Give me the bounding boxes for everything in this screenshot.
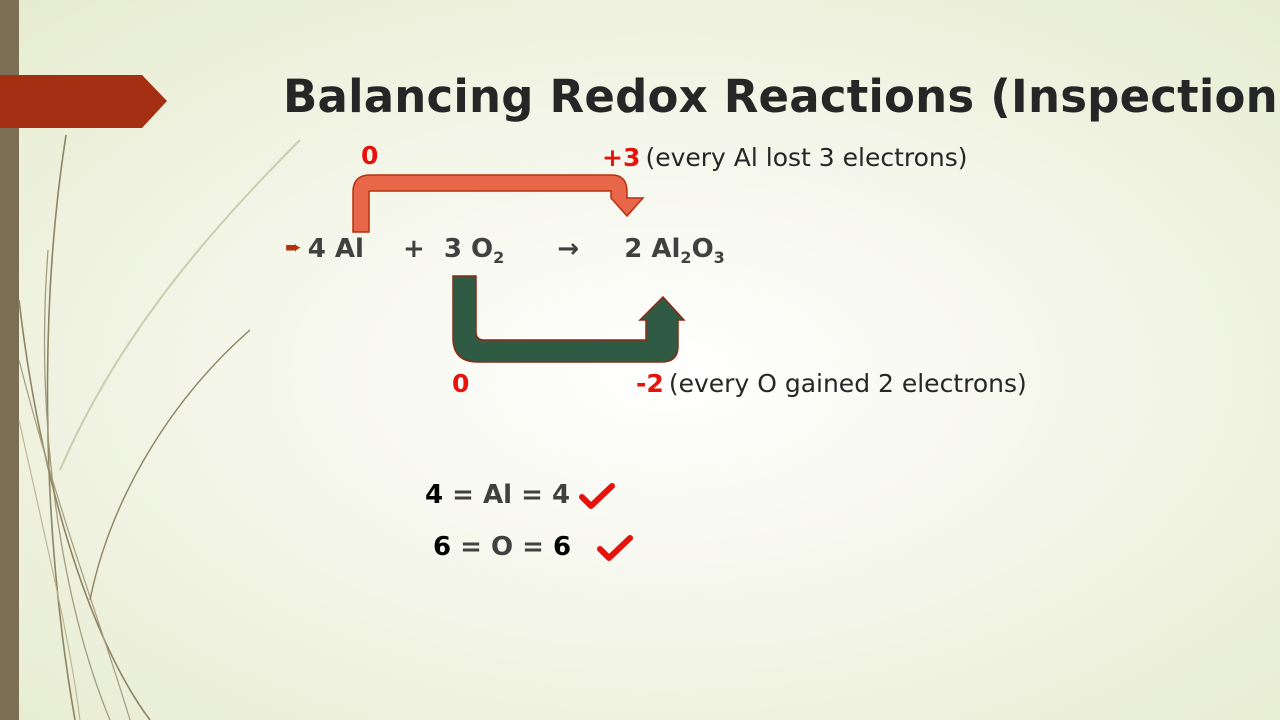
o-middle: = O = xyxy=(460,532,544,562)
oxidation-annotation: +3 (every Al lost 3 electrons) xyxy=(602,143,968,172)
product-element2: O xyxy=(691,234,714,264)
checkmark-icon xyxy=(579,482,616,509)
reactant2-subscript: 2 xyxy=(493,248,505,267)
decorative-curve xyxy=(59,139,301,471)
chemical-equation: ➨4 Al + 3 O2 → 2 Al2O3 xyxy=(285,234,725,267)
al-middle: = Al = xyxy=(452,480,543,510)
oxidation-note: (every Al lost 3 electrons) xyxy=(645,143,968,172)
reaction-arrow-icon: → xyxy=(557,234,580,264)
decorative-curve xyxy=(46,134,76,720)
oxidation-arrow xyxy=(352,174,645,233)
plus-sign: + xyxy=(403,234,425,264)
decorative-curve xyxy=(89,329,251,601)
left-accent-bar xyxy=(0,0,19,720)
decorative-curve xyxy=(18,419,81,720)
al-right-count: 4 xyxy=(551,480,571,510)
checkmark-icon xyxy=(597,534,634,561)
arrow-bullet-icon: ➨ xyxy=(285,235,302,259)
product-subscript2: 3 xyxy=(713,248,725,267)
reactant2-symbol: O xyxy=(471,234,494,264)
al-left-count: 4 xyxy=(425,480,444,510)
decorative-curve xyxy=(18,299,151,720)
reactant2-coefficient: 3 xyxy=(443,234,462,264)
o-right-count: 6 xyxy=(553,532,572,562)
reduction-annotation: -2 (every O gained 2 electrons) xyxy=(636,369,1027,398)
product-subscript1: 2 xyxy=(680,248,692,267)
aluminum-balance-check: 4 = Al = 4 xyxy=(425,480,616,510)
product-coefficient: 2 xyxy=(624,234,643,264)
reduction-end-state: -2 xyxy=(636,369,664,398)
title-accent-tab xyxy=(0,75,167,128)
slide-title: Balancing Redox Reactions (Inspection) xyxy=(283,70,1280,123)
oxygen-balance-check: 6 = O = 6 xyxy=(433,532,634,562)
decorative-curve xyxy=(18,359,131,720)
o-left-count: 6 xyxy=(433,532,452,562)
oxidation-start-state: 0 xyxy=(361,141,379,170)
decorative-curve xyxy=(43,249,111,720)
reactant1-coefficient: 4 xyxy=(307,234,326,264)
oxidation-end-state: +3 xyxy=(602,143,641,172)
product-element1: Al xyxy=(651,234,681,264)
reduction-start-state: 0 xyxy=(452,369,470,398)
reactant1-symbol: Al xyxy=(334,234,364,264)
reduction-arrow xyxy=(452,275,686,363)
reduction-note: (every O gained 2 electrons) xyxy=(668,369,1027,398)
